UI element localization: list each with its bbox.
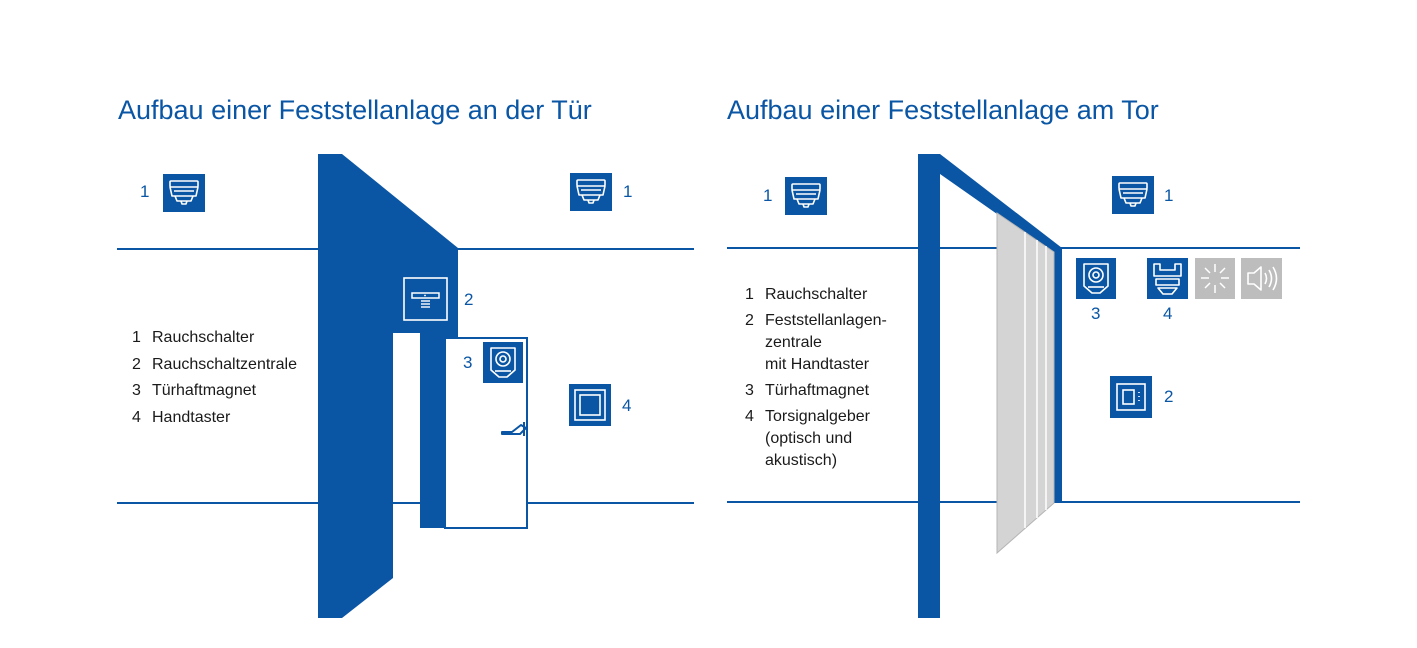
gate-signal-icon (1147, 258, 1188, 299)
legend-text: Rauchschalter (152, 329, 255, 346)
legend-number: 3 (745, 382, 754, 399)
legend-item: 2 Rauchschaltzentrale (132, 355, 297, 382)
legend-number: 3 (132, 382, 141, 399)
speaker-icon (1241, 258, 1282, 299)
door-magnet-icon (482, 341, 524, 384)
legend-item: 4 Torsignalgeber (optisch und akustisch) (745, 406, 887, 472)
legend-number: 2 (132, 355, 141, 373)
legend-item: 4 Handtaster (132, 408, 297, 435)
door-frame-wall (318, 154, 458, 618)
sliding-gate (996, 212, 1055, 555)
label-control-unit: 2 (464, 290, 474, 309)
legend-number: 2 (745, 312, 754, 329)
label-door-magnet: 3 (463, 353, 473, 372)
door-diagram-title: Aufbau einer Feststellanlage an der Tür (118, 95, 592, 126)
legend-item: 1 Rauchschalter (132, 328, 297, 355)
legend-text: Rauchschaltzentrale (152, 355, 297, 373)
legend-text: Türhaftmagnet (152, 382, 257, 399)
label-smoke-detector-left: 1 (763, 186, 773, 205)
label-smoke-detector-right: 1 (1164, 186, 1174, 205)
legend-item: 3 Türhaftmagnet (745, 380, 887, 402)
legend-item: 3 Türhaftmagnet (132, 381, 297, 408)
label-gate-signal: 4 (1163, 304, 1173, 323)
legend-text: Feststellanlagen- zentrale mit Handtaste… (765, 312, 887, 373)
label-smoke-detector-left: 1 (140, 182, 150, 201)
gate-diagram-title: Aufbau einer Feststellanlage am Tor (727, 95, 1159, 126)
label-hand-button: 4 (622, 396, 632, 415)
legend-number: 4 (745, 408, 754, 425)
smoke-detector-icon (162, 173, 206, 213)
label-control-unit: 2 (1164, 387, 1174, 406)
door-magnet-icon (1075, 257, 1117, 300)
legend-text: Torsignalgeber (optisch und akustisch) (765, 408, 870, 469)
legend-number: 1 (745, 286, 754, 303)
gate-legend: 1 Rauchschalter 2 Feststellanlagen- zentra… (745, 284, 887, 476)
smoke-detector-icon (1111, 175, 1155, 215)
smoke-detector-icon (569, 172, 613, 212)
legend-text: Handtaster (152, 408, 231, 426)
hand-button-icon (569, 384, 611, 426)
label-door-magnet: 3 (1091, 304, 1101, 323)
legend-item: 2 Feststellanlagen- zentrale mit Handtast… (745, 310, 887, 376)
legend-item: 1 Rauchschalter (745, 284, 887, 306)
legend-text: Rauchschalter (765, 286, 868, 303)
smoke-detector-icon (784, 176, 828, 216)
control-panel-icon (1109, 375, 1153, 419)
door-handle (501, 424, 527, 435)
door-legend: 1 Rauchschalter 2 Rauchschaltzentrale 3 Tür… (132, 328, 297, 434)
legend-text: Türhaftmagnet (765, 382, 870, 399)
control-panel-icon (403, 277, 448, 321)
gate-frame (918, 154, 1062, 618)
legend-number: 4 (132, 408, 141, 426)
label-smoke-detector-right: 1 (623, 182, 633, 201)
flash-light-icon (1195, 258, 1235, 299)
legend-number: 1 (132, 329, 141, 346)
